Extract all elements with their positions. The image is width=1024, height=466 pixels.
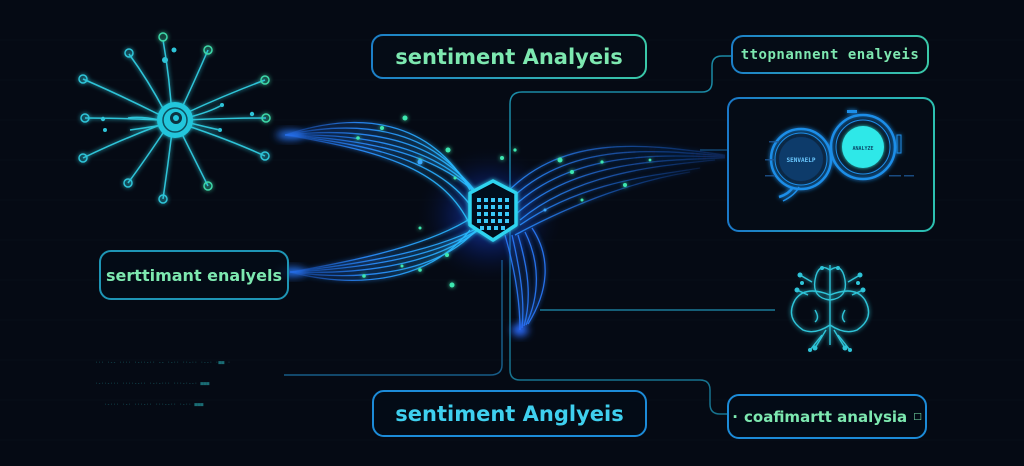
data-stream-down bbox=[504, 227, 546, 331]
node-bottom-right[interactable]: · coafimartt analysia □ bbox=[727, 394, 927, 439]
node-bottom-right-prefix: · bbox=[732, 407, 738, 426]
connector-center-to-bottom-right bbox=[509, 250, 727, 415]
node-bottom-center-label: sentiment Anglyeis bbox=[395, 401, 624, 426]
chat-right-bubble-label: ANALYZE bbox=[852, 146, 873, 152]
chat-panel[interactable]: SENVAELP ANALYZE bbox=[727, 97, 935, 232]
connector-top-to-right bbox=[509, 55, 731, 250]
chat-left-bubble-label: SENVAELP bbox=[787, 157, 816, 164]
log-line: ·-··· ·-· ···-·· ···--·· ·-·· ■■■ bbox=[95, 402, 204, 408]
data-stream-right bbox=[499, 145, 726, 236]
node-bottom-right-label: coafimartt analysia bbox=[744, 407, 908, 426]
node-bottom-center[interactable]: sentiment Anglyeis bbox=[372, 390, 647, 437]
chat-bubbles-icon: SENVAELP ANALYZE bbox=[765, 110, 914, 202]
node-mid-left-label: serttimant enalyels bbox=[106, 265, 282, 285]
log-line: ··· ·-- ···· ·-··-·· -- ·-·· ··-·· ·--· … bbox=[95, 360, 231, 366]
stream-particles bbox=[356, 115, 652, 288]
node-top-center-label: sentiment Analyeis bbox=[395, 44, 623, 69]
log-text-block: ··· ·-- ···· ·-··-·· -- ·-·· ··-·· ·--· … bbox=[95, 346, 285, 426]
neural-hub-icon bbox=[78, 32, 271, 204]
connector-log-to-center bbox=[284, 260, 503, 376]
node-top-center[interactable]: sentiment Analyeis bbox=[371, 34, 647, 79]
node-mid-left[interactable]: serttimant enalyels bbox=[99, 250, 289, 300]
node-bottom-right-suffix: □ bbox=[913, 411, 922, 422]
node-top-right-label: ttopnannent enalyeis bbox=[740, 46, 920, 63]
brain-tree-icon bbox=[790, 265, 870, 351]
log-line: ·-··-··· ····--·· ·-·-··· ···-·--· ■■■ bbox=[95, 381, 210, 387]
processor-chip-icon bbox=[468, 179, 518, 242]
node-top-right[interactable]: ttopnannent enalyeis bbox=[731, 35, 929, 74]
connector-lines bbox=[284, 55, 775, 415]
hub-core bbox=[157, 102, 193, 138]
